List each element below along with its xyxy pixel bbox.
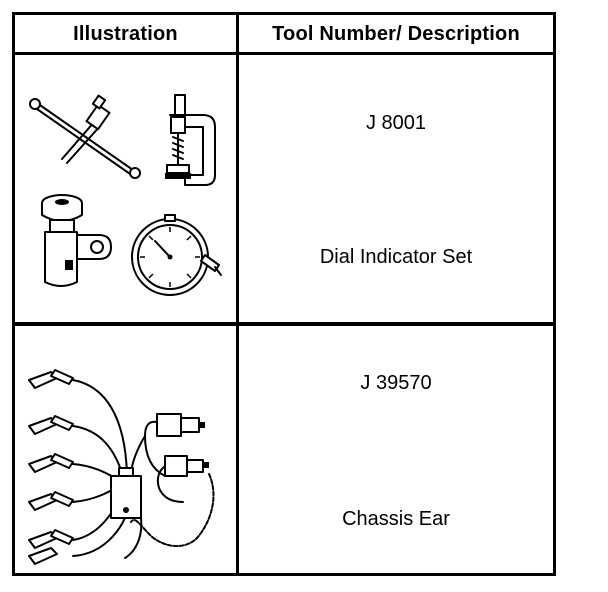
table-border-top	[12, 12, 556, 15]
c-clamp-icon	[165, 94, 216, 186]
alligator-clips-icon	[28, 369, 74, 565]
chassis-ear-icon	[28, 369, 215, 565]
header-tool-description: Tool Number/ Description	[272, 22, 520, 45]
header-illustration: Illustration	[73, 22, 178, 45]
tool-description: Dial Indicator Set	[319, 246, 473, 268]
header-divider	[12, 52, 556, 55]
microphone-clamp-icon	[144, 413, 209, 503]
table-border-left	[12, 12, 15, 576]
wires-icon	[72, 379, 146, 557]
tool-table	[12, 12, 556, 576]
table-border-right	[553, 12, 556, 576]
tool-description: Chassis Ear	[342, 508, 450, 530]
coiled-cable-icon	[124, 473, 215, 559]
tool-number: J 8001	[365, 112, 427, 134]
dial-indicator-set-icon	[29, 94, 222, 296]
control-box-icon	[110, 467, 142, 519]
row-divider	[12, 322, 556, 326]
indicator-holder-icon	[41, 194, 112, 287]
dial-gauge-icon	[131, 214, 222, 296]
t-handle-wrench-icon	[29, 94, 141, 179]
table-border-bottom	[12, 573, 556, 576]
column-divider	[236, 12, 239, 576]
tool-number: J 39570	[360, 372, 432, 394]
